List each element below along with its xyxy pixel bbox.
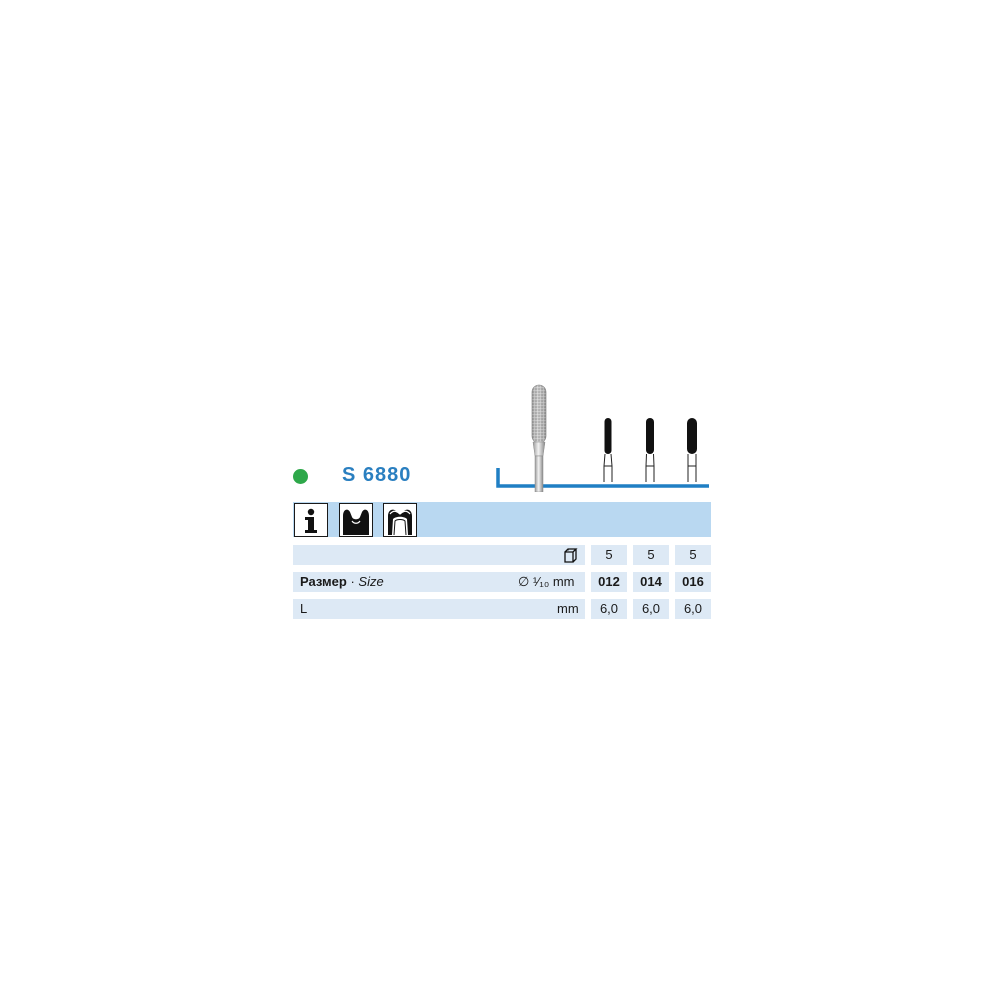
bridge-preparation-icon [383,503,417,537]
package-value-012: 5 [591,545,627,565]
length-unit: mm [557,601,579,616]
grit-indicator [293,469,308,484]
size-value-014: 014 [633,572,669,592]
crown-preparation-icon [339,503,373,537]
product-code: S 6880 [342,464,412,486]
length-row [293,599,585,619]
bur-photo-image [531,384,547,492]
bur-size-012-icon [603,418,613,482]
size-label-ru: Размер [300,574,347,589]
size-label: Размер · Size [300,572,384,592]
package-value-016: 5 [675,545,711,565]
length-value-012: 6,0 [591,599,627,619]
info-icon [294,503,328,537]
size-label-separator: · [350,574,355,589]
size-unit: ∅ ¹⁄₁₀ mm [518,574,575,589]
size-value-012: 012 [591,572,627,592]
size-label-en: Size [358,574,384,589]
length-label: L [300,601,308,616]
size-value-016: 016 [675,572,711,592]
package-icon [564,548,578,563]
shank-bracket [496,468,709,488]
length-value-014: 6,0 [633,599,669,619]
package-row [293,545,585,565]
size-row [293,572,585,592]
bur-size-014-icon [645,418,655,482]
length-value-016: 6,0 [675,599,711,619]
bur-size-016-icon [687,418,697,482]
package-value-014: 5 [633,545,669,565]
